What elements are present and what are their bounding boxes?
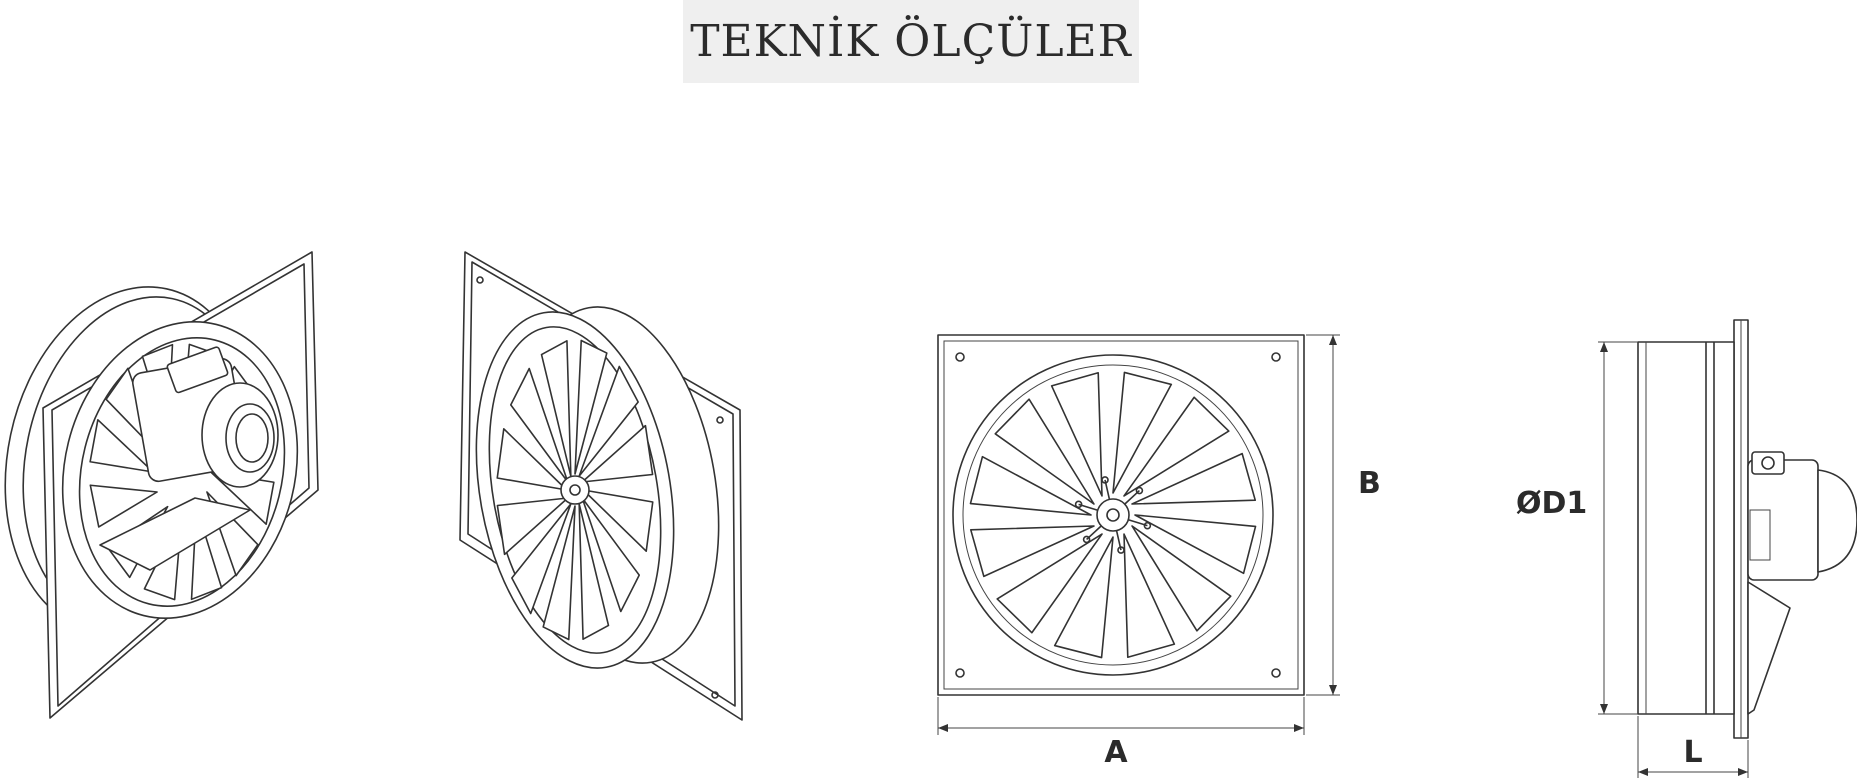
fan-blade	[496, 497, 569, 556]
dimension-d1-label: ØD1	[1516, 486, 1587, 521]
fan-blade	[581, 424, 654, 483]
fan-blade	[511, 503, 572, 615]
fan-blade	[1131, 525, 1232, 632]
fan-blade	[996, 533, 1103, 634]
fan-blade	[1050, 371, 1103, 497]
fan-blade	[89, 419, 154, 473]
hub-bolt	[1135, 486, 1144, 495]
mounting-hole	[1271, 668, 1281, 678]
front-view: A B	[937, 334, 1381, 770]
fan-blade	[509, 367, 569, 483]
isometric-impeller-view	[459, 251, 743, 721]
impeller	[969, 371, 1257, 659]
hub	[1096, 498, 1130, 532]
fan-blade	[994, 398, 1095, 505]
fan-blade	[969, 455, 1092, 516]
fan-blade	[540, 340, 572, 477]
dimension-l-label: L	[1683, 735, 1702, 770]
fan-blade	[1112, 371, 1173, 494]
fan-blade	[89, 484, 158, 528]
fan-blade	[1123, 533, 1176, 659]
fan-blade	[969, 525, 1095, 578]
dimension-a-label: A	[1104, 735, 1128, 770]
fan-blade	[1123, 396, 1230, 497]
hub-bolt	[1143, 521, 1152, 530]
title-banner: TEKNİK ÖLÇÜLER	[683, 0, 1139, 83]
motor-body	[99, 346, 279, 571]
mounting-hole	[1271, 352, 1281, 362]
mounting-hole	[955, 668, 965, 678]
fan-blade	[574, 339, 608, 475]
hub-bolt	[1082, 535, 1091, 544]
side-view: ØD1 L	[1516, 319, 1857, 778]
fan-blade	[1131, 452, 1257, 505]
fan-blade	[1134, 514, 1257, 575]
fan-blade	[1053, 536, 1114, 659]
duct-ring	[952, 354, 1274, 676]
fan-blade	[578, 365, 639, 477]
hub-bolt	[1117, 546, 1125, 554]
motor-body	[1747, 451, 1857, 715]
isometric-motor-view	[4, 251, 319, 719]
fan-blade	[582, 489, 654, 552]
mounting-hole	[955, 352, 965, 362]
dimension-b-label: B	[1358, 466, 1381, 501]
hub-bolt	[1101, 476, 1109, 484]
fan-blade	[542, 505, 576, 641]
page-title: TEKNİK ÖLÇÜLER	[690, 16, 1132, 67]
fan-blade	[581, 497, 641, 613]
fan-blade	[578, 503, 610, 640]
fan-blade	[496, 428, 568, 491]
hub-bolt	[1074, 500, 1083, 509]
